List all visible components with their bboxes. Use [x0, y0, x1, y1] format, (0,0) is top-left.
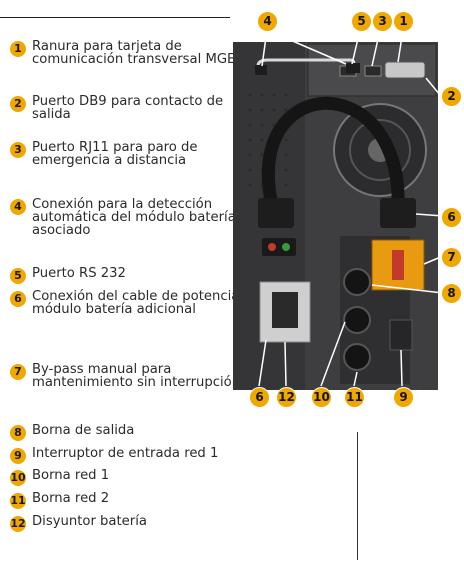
callout-12: 12	[276, 387, 297, 408]
number-badge: 6	[10, 291, 26, 307]
legend-label: Disyuntor batería	[32, 514, 147, 529]
breaker-housing	[262, 238, 296, 256]
db9-port-icon	[384, 61, 426, 79]
legend-label: Conexión del cable de potencia del módul…	[32, 289, 264, 317]
mains1-gland	[343, 306, 371, 334]
number-badge: 7	[10, 364, 26, 380]
number-badge: 9	[10, 448, 26, 464]
legend-label: Puerto RJ11 para paro de emergencia a di…	[32, 140, 198, 168]
number-badge: 12	[10, 516, 26, 532]
battery-power-cable	[261, 96, 405, 207]
power-connector-right	[380, 198, 416, 228]
callout-4: 4	[257, 11, 278, 32]
number-badge: 4	[10, 199, 26, 215]
top-rule	[0, 17, 230, 18]
cable-plug-right	[346, 63, 360, 73]
legend-label: Ranura para tarjeta de comunicación tran…	[32, 39, 236, 67]
callout-3: 3	[372, 11, 393, 32]
callout-9: 9	[393, 387, 414, 408]
rj11-port-icon	[364, 65, 382, 77]
number-badge: 11	[10, 493, 26, 509]
number-badge: 2	[10, 96, 26, 112]
callout-7: 7	[441, 247, 462, 268]
number-badge: 1	[10, 41, 26, 57]
legend-label: Puerto DB9 para contacto de salida	[32, 94, 224, 122]
callout-5: 5	[351, 11, 372, 32]
legend-label: Borna de salida	[32, 423, 135, 438]
cable-plug-left	[255, 65, 267, 75]
detection-cable	[256, 58, 356, 67]
number-badge: 10	[10, 470, 26, 486]
callout-1: 1	[393, 11, 414, 32]
callout-11: 11	[344, 387, 365, 408]
legend-label: Interruptor de entrada red 1	[32, 446, 219, 461]
number-badge: 3	[10, 142, 26, 158]
mains2-gland	[343, 343, 371, 371]
number-badge: 8	[10, 425, 26, 441]
legend-label: Borna red 1	[32, 468, 110, 483]
legend-label: Borna red 2	[32, 491, 110, 506]
callout-6-bottom: 6	[249, 387, 270, 408]
callout-6: 6	[441, 207, 462, 228]
leader-lines	[258, 29, 444, 387]
legend-label: Puerto RS 232	[32, 266, 126, 281]
number-badge: 5	[10, 268, 26, 284]
callout-8: 8	[441, 283, 462, 304]
input-switch	[389, 319, 413, 351]
column-divider	[357, 432, 358, 560]
output-terminal-gland	[343, 268, 371, 296]
legend-label: By-pass manual para mantenimiento sin in…	[32, 362, 241, 390]
power-connector-left	[258, 198, 294, 228]
legend-label: Conexión para la detección automática de…	[32, 197, 236, 238]
callout-10: 10	[311, 387, 332, 408]
callout-2: 2	[441, 86, 462, 107]
